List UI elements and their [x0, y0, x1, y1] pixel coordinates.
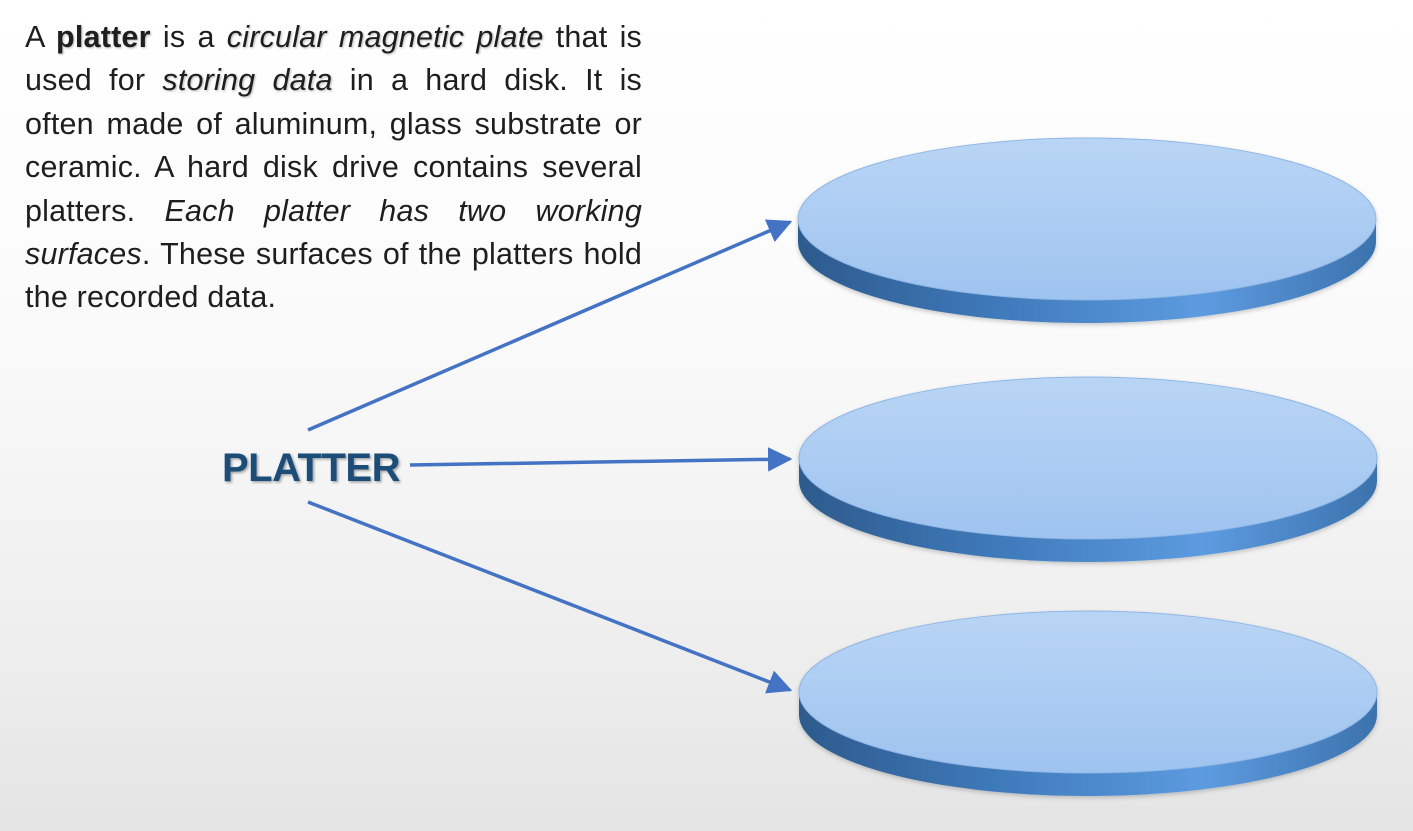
platter-disk-3	[798, 610, 1378, 796]
platter-disk-1	[797, 137, 1377, 323]
platter-disk-2	[798, 376, 1378, 562]
description-part-4: in a hard disk. It is often made of alum…	[25, 63, 642, 228]
term-platter: platter	[56, 20, 151, 54]
platter-label: PLATTER	[222, 446, 401, 490]
emphasis-circular-magnetic-plate: circular magnetic plate	[226, 20, 544, 54]
emphasis-storing-data: storing data	[162, 63, 333, 98]
platter-disk-2-top	[798, 376, 1378, 540]
description-part-2: is a	[150, 20, 227, 54]
description-part-3: that is used for	[25, 20, 642, 98]
emphasis-two-working-surfaces: Each platter has two working surfaces	[25, 193, 642, 272]
arrow-to-platter-3	[307, 500, 793, 694]
arrow-to-platter-2	[409, 447, 793, 472]
platter-disk-3-top	[798, 610, 1378, 774]
description-text: A platter is a circular magnetic plate t…	[25, 16, 642, 320]
description-part-5: . These surfaces of the platters hold th…	[25, 237, 642, 315]
description-part-1: A	[25, 20, 57, 54]
arrow-to-platter-1	[307, 219, 793, 432]
platter-disk-1-top	[797, 137, 1377, 301]
